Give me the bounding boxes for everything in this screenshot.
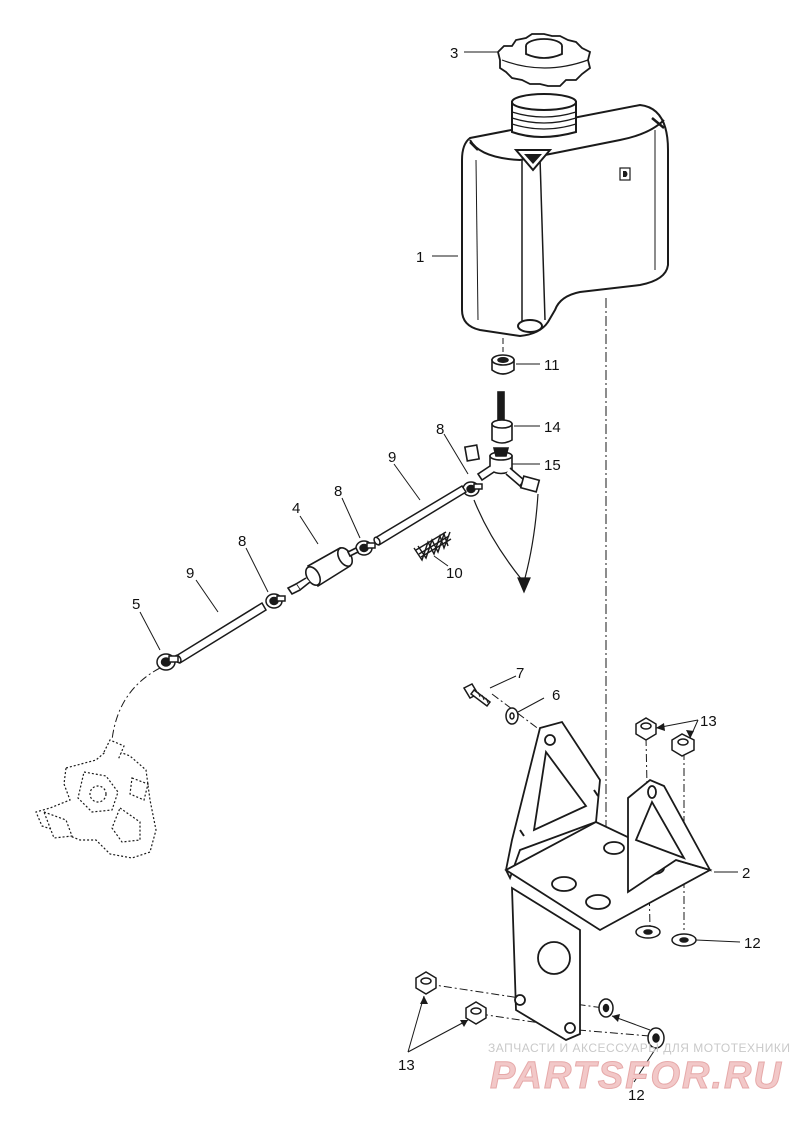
washer-6 <box>505 707 519 725</box>
callout-1: 1 <box>416 249 424 266</box>
callout-8: 8 <box>334 483 342 500</box>
bolt <box>462 683 492 708</box>
nut <box>671 733 695 757</box>
fuel-tap <box>463 444 541 493</box>
callout-5: 5 <box>132 596 140 613</box>
callout-2: 2 <box>742 865 750 882</box>
tank-bracket <box>504 720 713 1042</box>
callout-6: 6 <box>552 687 560 704</box>
hose-clamp <box>265 593 286 609</box>
hose-clamp <box>462 481 483 497</box>
washer <box>671 933 697 947</box>
carburetor-ghost <box>35 739 157 859</box>
filler-cap <box>497 33 592 87</box>
callout-12: 12 <box>628 1087 645 1104</box>
nut <box>465 1001 487 1025</box>
callout-leaders <box>139 51 741 1083</box>
callout-15: 15 <box>544 457 561 474</box>
callout-8: 8 <box>238 533 246 550</box>
callout-4: 4 <box>292 500 300 517</box>
callout-11: 11 <box>544 357 560 374</box>
washer <box>598 998 614 1018</box>
nut <box>415 971 437 995</box>
grommet <box>491 354 515 375</box>
watermark: ЗАПЧАСТИ И АКСЕССУАРЫ ДЛЯ МОТОТЕХНИКИ PA… <box>488 1041 790 1098</box>
callout-3: 3 <box>450 45 458 62</box>
watermark-logo: PARTSFOR.RU <box>490 1055 783 1097</box>
watermark-tagline: ЗАПЧАСТИ И АКСЕССУАРЫ ДЛЯ МОТОТЕХНИКИ <box>488 1041 790 1055</box>
callout-7: 7 <box>516 665 524 682</box>
nut <box>635 717 657 741</box>
callout-13: 13 <box>700 713 717 730</box>
callout-10: 10 <box>446 565 463 582</box>
fuel-hose <box>174 601 268 665</box>
arrowheads <box>420 723 694 1027</box>
hose-clamp-5 <box>156 653 179 671</box>
fuel-hose <box>373 484 468 547</box>
hose-clamp <box>355 540 376 556</box>
fuel-valve-screen <box>491 391 513 444</box>
callout-14: 14 <box>544 419 561 436</box>
callout-9: 9 <box>186 565 194 582</box>
callout-12: 12 <box>744 935 761 952</box>
callout-9: 9 <box>388 449 396 466</box>
callout-8: 8 <box>436 421 444 438</box>
fuel-tank <box>461 93 669 338</box>
spring <box>413 531 452 562</box>
flow-arrow <box>473 493 539 594</box>
callout-13: 13 <box>398 1057 415 1074</box>
fuel-filter <box>286 546 360 596</box>
washer <box>635 925 661 939</box>
